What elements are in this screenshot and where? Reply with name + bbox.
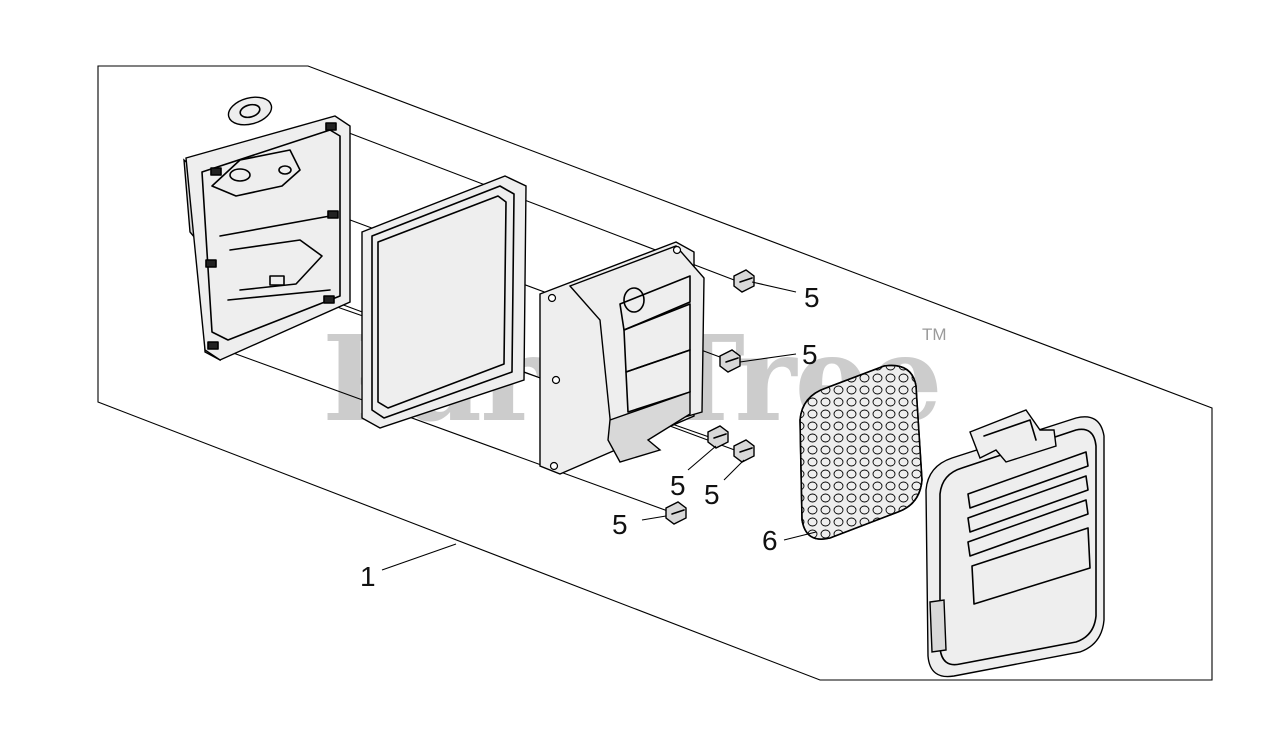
callout-1: 1 (360, 561, 376, 592)
callout-5-d: 5 (704, 479, 720, 510)
callout-5-a: 5 (804, 282, 820, 313)
filter-base (183, 115, 351, 362)
callout-6: 6 (762, 525, 778, 556)
nut-1 (733, 269, 755, 293)
callout-labels: 5 5 5 5 5 6 1 (360, 282, 820, 592)
intake-housing (539, 241, 705, 475)
leader-lines (381, 281, 817, 571)
watermark-trademark: TM (922, 325, 947, 344)
nut-5 (665, 501, 687, 525)
callout-5-c: 5 (670, 470, 686, 501)
nut-3 (707, 425, 729, 449)
assembly-outline (97, 65, 1213, 681)
callout-5-b: 5 (802, 339, 818, 370)
gasket-frame (361, 175, 527, 429)
filter-cover (925, 409, 1105, 678)
nut-2 (719, 349, 741, 373)
callout-5-e: 5 (612, 509, 628, 540)
washer (227, 96, 273, 126)
nuts (665, 269, 755, 525)
filter-element (799, 364, 923, 540)
nut-4 (733, 439, 755, 463)
